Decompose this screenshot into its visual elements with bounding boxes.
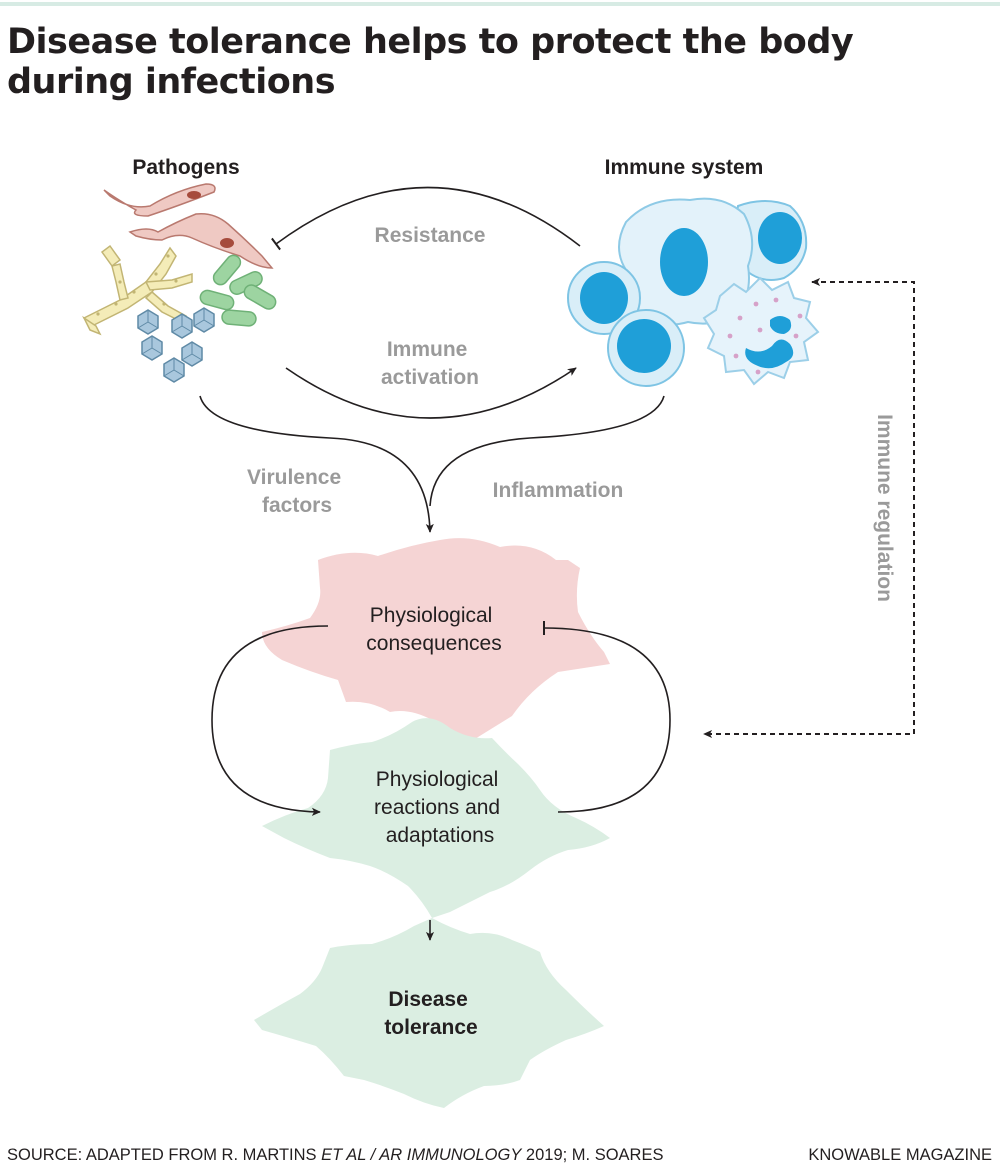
source-journal: ET AL / AR IMMUNOLOGY	[321, 1146, 522, 1164]
bacteria-icon	[199, 254, 277, 327]
disease-tolerance-label: Disease tolerance	[384, 988, 477, 1039]
trypanosome-icon	[103, 183, 216, 217]
reactions-to-consequences-arrow	[542, 620, 671, 813]
page-title: Disease tolerance helps to protect the b…	[7, 22, 854, 102]
immune-cells-illustration	[567, 197, 820, 387]
reactions-blob	[262, 718, 610, 918]
immune-system-label: Immune system	[605, 156, 764, 179]
pathogens-illustration	[82, 183, 277, 383]
inflammation-label: Inflammation	[493, 479, 624, 502]
top-rule	[0, 2, 1000, 6]
neutrophil-icon	[702, 276, 820, 386]
publisher-credit: KNOWABLE MAGAZINE	[808, 1146, 992, 1164]
immune-cell-icon	[607, 309, 685, 387]
source-credit: SOURCE: ADAPTED FROM R. MARTINS ET AL / …	[7, 1146, 664, 1165]
immune-activation-label: Immune activation	[381, 338, 479, 389]
tolerance-blob	[254, 918, 604, 1108]
consequences-blob	[262, 538, 610, 742]
trypanosome-icon	[128, 212, 274, 269]
physiological-consequences-label: Physiological consequences	[366, 604, 501, 655]
consequences-to-reactions-arrow	[211, 625, 329, 816]
pathogens-label: Pathogens	[132, 156, 239, 179]
inflammation-arrow	[429, 395, 665, 507]
virus-icon	[137, 307, 215, 383]
physiological-reactions-label: Physiological reactions and adaptations	[374, 768, 506, 847]
immune-activation-arrow	[285, 367, 577, 419]
immune-cell-icon	[567, 261, 641, 335]
resistance-label: Resistance	[375, 224, 486, 247]
source-prefix: SOURCE: ADAPTED FROM R. MARTINS	[7, 1146, 322, 1164]
immune-regulation-label: Immune regulation	[873, 414, 896, 602]
virulence-factors-label: Virulence factors	[247, 466, 347, 517]
virulence-factors-arrow	[199, 395, 434, 533]
resistance-arrow	[271, 186, 581, 251]
source-suffix: 2019; M. SOARES	[521, 1146, 664, 1164]
immune-cell-icon	[732, 200, 808, 281]
immune-regulation-arrow	[703, 277, 915, 739]
